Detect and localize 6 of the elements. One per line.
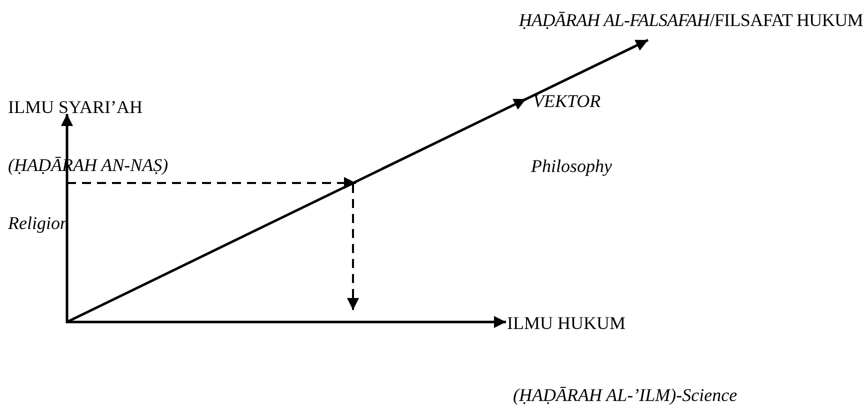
vector-label: VEKTOR	[533, 90, 601, 113]
axis-label: ILMU HUKUM	[507, 312, 626, 335]
axis-label: ḤAḌĀRAH AL-FALSAFAH/FILSAFAT HUKUM	[518, 9, 863, 32]
axis-label: ILMU SYARI’AH	[8, 96, 142, 119]
axis-subtitle: (ḤAḌĀRAH AL-’ILM)-Science	[513, 384, 738, 407]
axis-subtitle: Philosophy	[531, 155, 612, 178]
